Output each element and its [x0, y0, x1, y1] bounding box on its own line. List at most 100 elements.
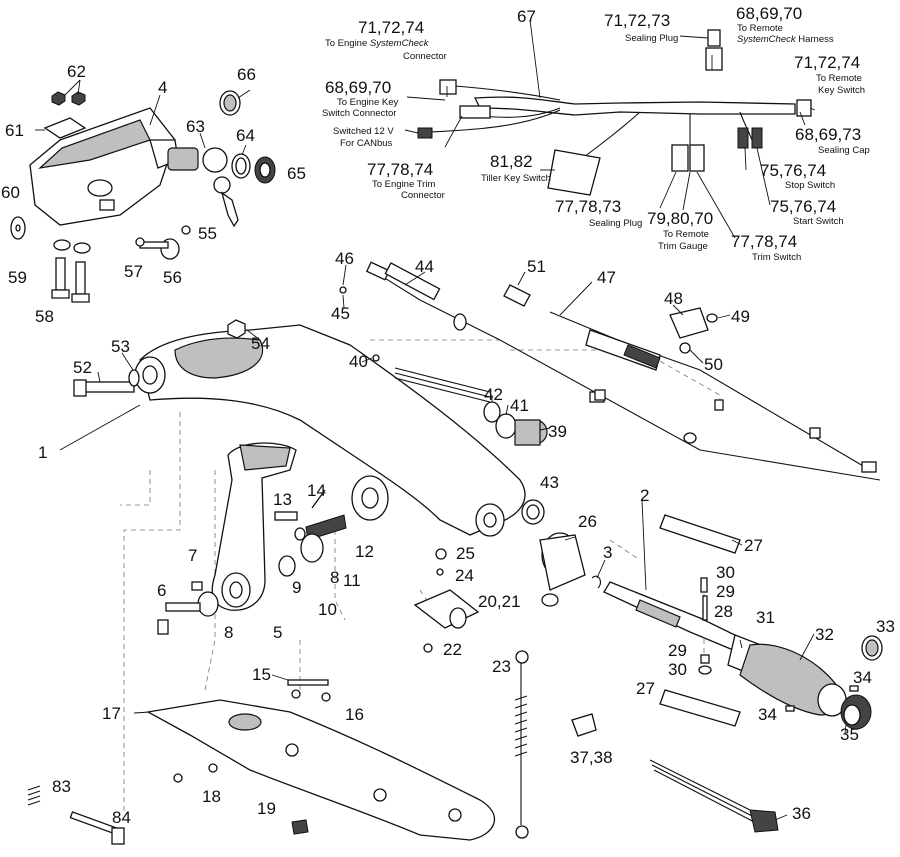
callout-79-80-70: 79,80,70: [647, 209, 713, 228]
ring-43: [521, 499, 545, 525]
cap-33: [861, 635, 883, 661]
label-16: 16: [345, 705, 364, 724]
label-37-38: 37,38: [570, 748, 613, 767]
label-2: 2: [640, 486, 649, 505]
label-62: 62: [67, 62, 86, 81]
bracket-20-21: [413, 548, 480, 653]
label-39: 39: [548, 422, 567, 441]
label-29b: 29: [668, 641, 687, 660]
end-cap-35: [785, 685, 872, 730]
clamp-48-49-50: [669, 307, 718, 354]
nut-54: [227, 319, 246, 339]
label-34a: 34: [853, 668, 872, 687]
label-30b: 30: [668, 660, 687, 679]
label-58: 58: [35, 307, 54, 326]
caption-tiller-key-switch: Tiller Key Switch: [481, 173, 551, 184]
bolts-58: [51, 257, 90, 303]
grip-insert-27-bottom: [659, 689, 741, 727]
label-9: 9: [292, 578, 301, 597]
caption-remote-key-line1: To Remote: [816, 73, 862, 84]
label-29a: 29: [716, 582, 735, 601]
end-fitting-51: [503, 284, 531, 307]
ring-64: [231, 153, 251, 179]
caption-remote-syscheck-line1: To Remote: [737, 23, 783, 34]
label-67: 67: [517, 7, 536, 26]
nuts-62: [51, 91, 86, 106]
caption-engine-key-line2: Switch Connector: [322, 108, 396, 119]
caption-stop-switch: Stop Switch: [785, 180, 835, 191]
caption-switched-12v-line1: Switched 12 V: [333, 126, 394, 137]
label-35: 35: [840, 725, 859, 744]
caption-switched-12v-line2: For CANbus: [340, 138, 393, 149]
label-4: 4: [158, 78, 167, 97]
label-51: 51: [527, 257, 546, 276]
label-27a: 27: [744, 536, 763, 555]
label-64: 64: [236, 126, 255, 145]
callout-68-69-73: 68,69,73: [795, 125, 861, 144]
key-switch-63: [167, 147, 239, 228]
label-11: 11: [343, 571, 361, 590]
label-17: 17: [102, 704, 121, 723]
label-27b: 27: [636, 679, 655, 698]
label-42: 42: [484, 385, 503, 404]
label-48: 48: [664, 289, 683, 308]
grip-insert-27-top: [659, 514, 741, 554]
small-parts-lever: [157, 489, 347, 635]
label-31: 31: [756, 608, 775, 627]
label-15: 15: [252, 665, 271, 684]
label-10: 10: [318, 600, 337, 619]
bolt-52-ring-53: [73, 369, 140, 397]
caption-start-switch: Start Switch: [793, 216, 844, 227]
label-65: 65: [287, 164, 306, 183]
twist-grip-32: [739, 643, 847, 717]
label-55: 55: [198, 224, 217, 243]
callout-77-78-74-right: 77,78,74: [731, 232, 797, 251]
label-13: 13: [273, 490, 292, 509]
caption-remote-key-line2: Key Switch: [818, 85, 865, 96]
label-53: 53: [111, 337, 130, 356]
label-61: 61: [5, 121, 24, 140]
washer-60: [10, 216, 26, 240]
label-33: 33: [876, 617, 895, 636]
boot-65: [254, 156, 276, 184]
label-22: 22: [443, 640, 462, 659]
leader-lines: [35, 19, 847, 821]
label-30a: 30: [716, 563, 735, 582]
caption-sealing-plug-bottom: Sealing Plug: [589, 218, 642, 229]
callout-71-72-74-right: 71,72,74: [794, 53, 860, 72]
grommet-66: [219, 90, 241, 116]
label-44: 44: [415, 257, 434, 276]
screws-28-29-30: [698, 577, 712, 675]
label-25: 25: [456, 544, 475, 563]
label-50: 50: [704, 355, 723, 374]
label-59: 59: [8, 268, 27, 287]
pin-15-screws-16-18-19: [173, 679, 331, 835]
shift-link-23: [514, 650, 597, 839]
tiller-arm-1: [134, 324, 526, 537]
label-19: 19: [257, 799, 276, 818]
throttle-cable-47: [549, 311, 877, 473]
switch-housing-4: [29, 107, 179, 226]
label-66: 66: [237, 65, 256, 84]
spring-83-bolt-84: [27, 785, 125, 845]
caption-system-check-line2: Connector: [403, 51, 447, 62]
alignment-dashed-lines: [120, 339, 721, 812]
label-8b: 8: [330, 568, 339, 587]
shift-cable-44: [339, 261, 881, 481]
label-3: 3: [603, 543, 612, 562]
label-5: 5: [273, 623, 282, 642]
throttle-shaft-2: [603, 581, 746, 653]
label-20-21: 20,21: [478, 592, 521, 611]
plate-61: [43, 117, 87, 139]
label-1: 1: [38, 443, 47, 462]
caption-sealing-cap: Sealing Cap: [818, 145, 870, 156]
caption-engine-trim-line2: Connector: [401, 190, 445, 201]
label-26: 26: [578, 512, 597, 531]
label-6: 6: [157, 581, 166, 600]
screws-55-56-57: [135, 225, 191, 260]
label-34b: 34: [758, 705, 777, 724]
callout-71-72-73: 71,72,73: [604, 11, 670, 30]
lower-cover-17: [146, 699, 495, 841]
label-23: 23: [492, 657, 511, 676]
